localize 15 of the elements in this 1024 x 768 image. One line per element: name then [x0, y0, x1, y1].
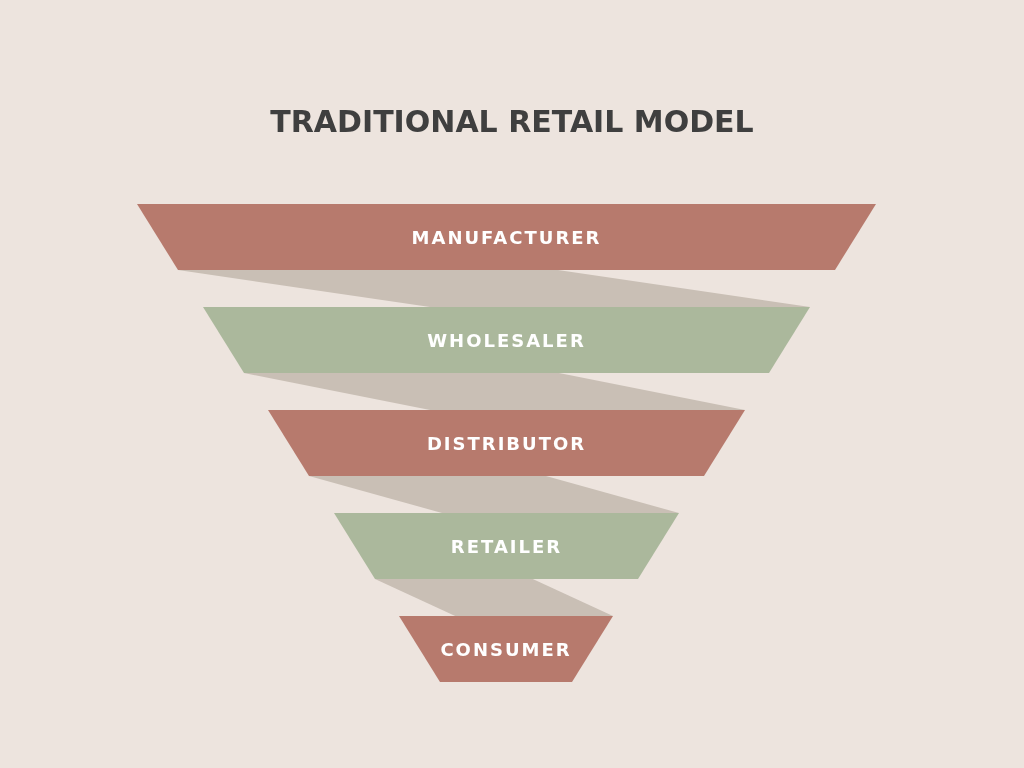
stage-label: RETAILER	[450, 535, 563, 557]
funnel-stage	[399, 616, 613, 682]
stage-label: WHOLESALER	[427, 329, 586, 351]
funnel-stage	[268, 410, 745, 476]
stage-label: MANUFACTURER	[411, 226, 602, 248]
funnel-stage	[137, 204, 876, 270]
diagram-title: TRADITIONAL RETAIL MODEL	[270, 104, 754, 139]
connector-band	[375, 579, 613, 616]
connector-band	[309, 476, 679, 513]
stage-label: DISTRIBUTOR	[426, 432, 587, 454]
stage-label: CONSUMER	[440, 638, 572, 660]
connector-band	[244, 373, 745, 410]
funnel-stage	[203, 307, 810, 373]
funnel-stage	[334, 513, 679, 579]
connector-band	[178, 270, 810, 307]
